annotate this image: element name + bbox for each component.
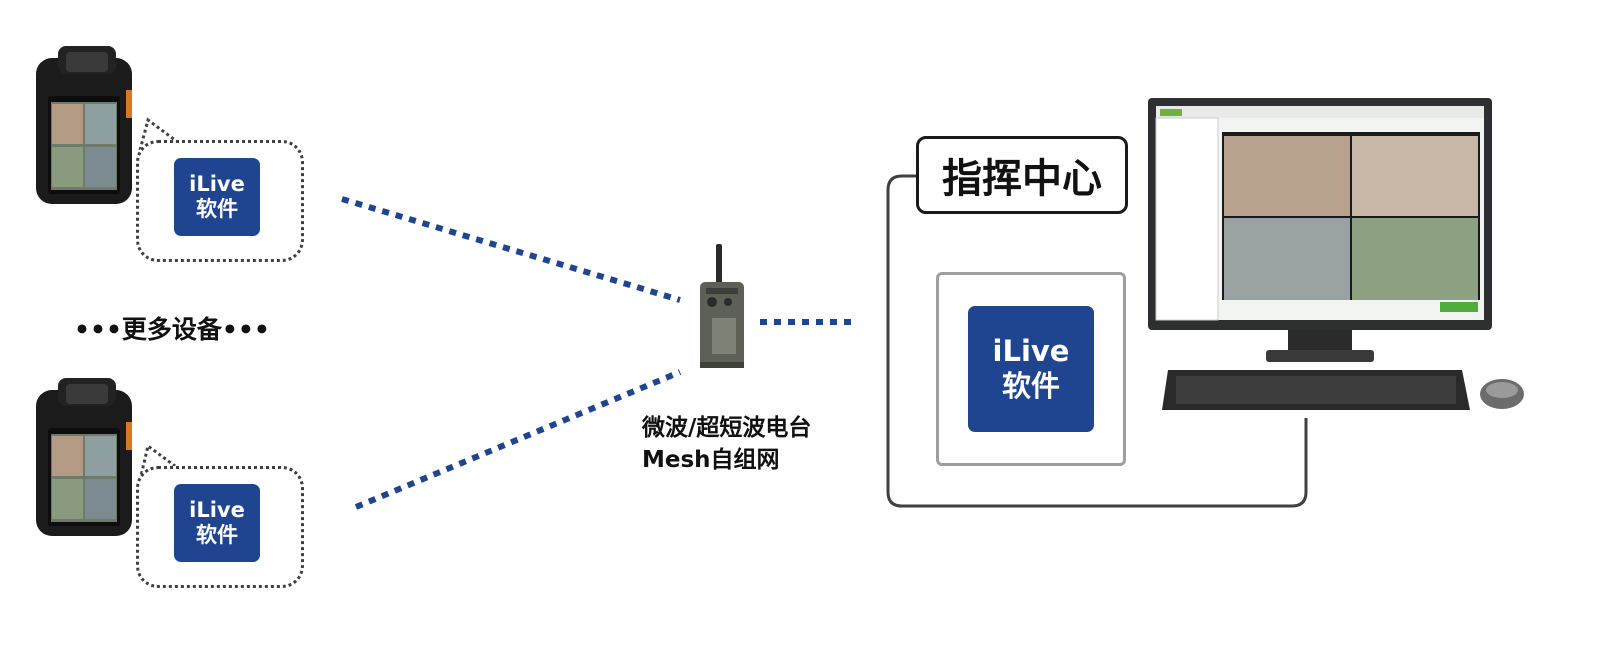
ilive-label: iLive bbox=[189, 171, 245, 196]
radio-label: 微波/超短波电台 Mesh自组网 bbox=[642, 412, 811, 476]
software-label: 软件 bbox=[196, 523, 238, 547]
radio-label-line1: 微波/超短波电台 bbox=[642, 415, 812, 441]
more-devices-label: •••更多设备••• bbox=[74, 315, 270, 344]
link-line-top-device bbox=[341, 196, 681, 303]
software-label: 软件 bbox=[196, 197, 238, 221]
radio-label-line2: Mesh自组网 bbox=[642, 447, 780, 474]
ilive-software-box-bottom: iLive 软件 bbox=[174, 484, 260, 562]
ilive-label: iLive bbox=[189, 497, 245, 522]
command-center-frame bbox=[886, 174, 1308, 508]
ilive-label: iLive bbox=[992, 334, 1070, 369]
command-center-title: 指挥中心 bbox=[916, 136, 1128, 214]
ilive-software-box-top: iLive 软件 bbox=[174, 158, 260, 236]
software-label: 软件 bbox=[1001, 369, 1060, 403]
link-line-bottom-device bbox=[354, 369, 682, 510]
ilive-software-box-center: iLive 软件 bbox=[968, 306, 1094, 432]
